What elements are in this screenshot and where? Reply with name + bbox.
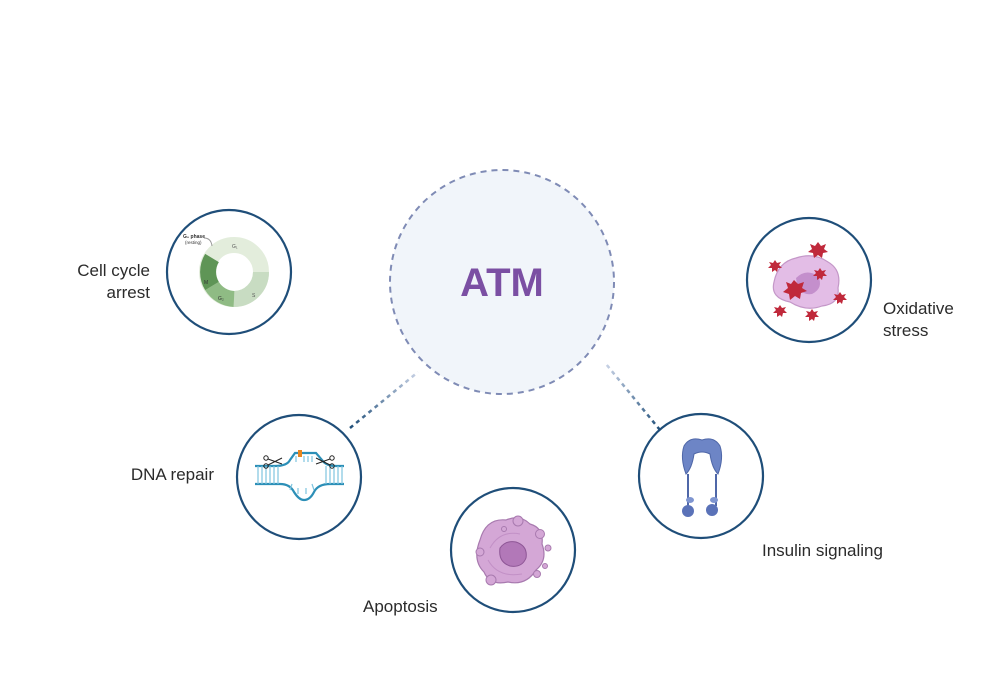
node-label-dna-repair: DNA repair: [130, 465, 214, 484]
connector-insulin: [605, 363, 661, 431]
m-label: M: [204, 280, 208, 286]
resting-label: (resting): [185, 240, 202, 245]
s-label: S: [252, 293, 256, 299]
apoptosis-node: [449, 486, 577, 614]
insulin-receptor-icon: [681, 438, 723, 517]
cell-cycle-icon: G₀ phase (resting) G₁ S G₂ M: [183, 234, 269, 307]
g2-label: G₂: [218, 296, 224, 302]
scissors-icon: [315, 455, 335, 469]
atm-center-node: [389, 169, 615, 395]
insulin-node: [637, 412, 765, 540]
node-label-insulin: Insulin signaling: [762, 541, 883, 560]
scissors-icon: [263, 455, 283, 469]
dna-repair-icon: [255, 450, 344, 502]
ros-burst-icon: [768, 242, 847, 321]
oxidative-stress-cell-icon: [768, 242, 847, 321]
atm-label: ATM: [460, 261, 544, 305]
cell-cycle-node: G₀ phase (resting) G₁ S G₂ M: [165, 208, 293, 336]
connector-dna-repair: [349, 371, 419, 429]
apoptotic-cell-icon: [475, 515, 552, 586]
dna-repair-node: [235, 413, 363, 541]
node-label-apoptosis: Apoptosis: [363, 597, 438, 616]
node-label-oxidative: Oxidative stress: [883, 299, 954, 340]
g1-label: G₁: [232, 244, 238, 250]
node-label-cell-cycle: Cell cycle arrest: [77, 261, 150, 302]
oxidative-node: [745, 216, 873, 344]
g0-phase-label: G₀ phase: [183, 234, 205, 240]
